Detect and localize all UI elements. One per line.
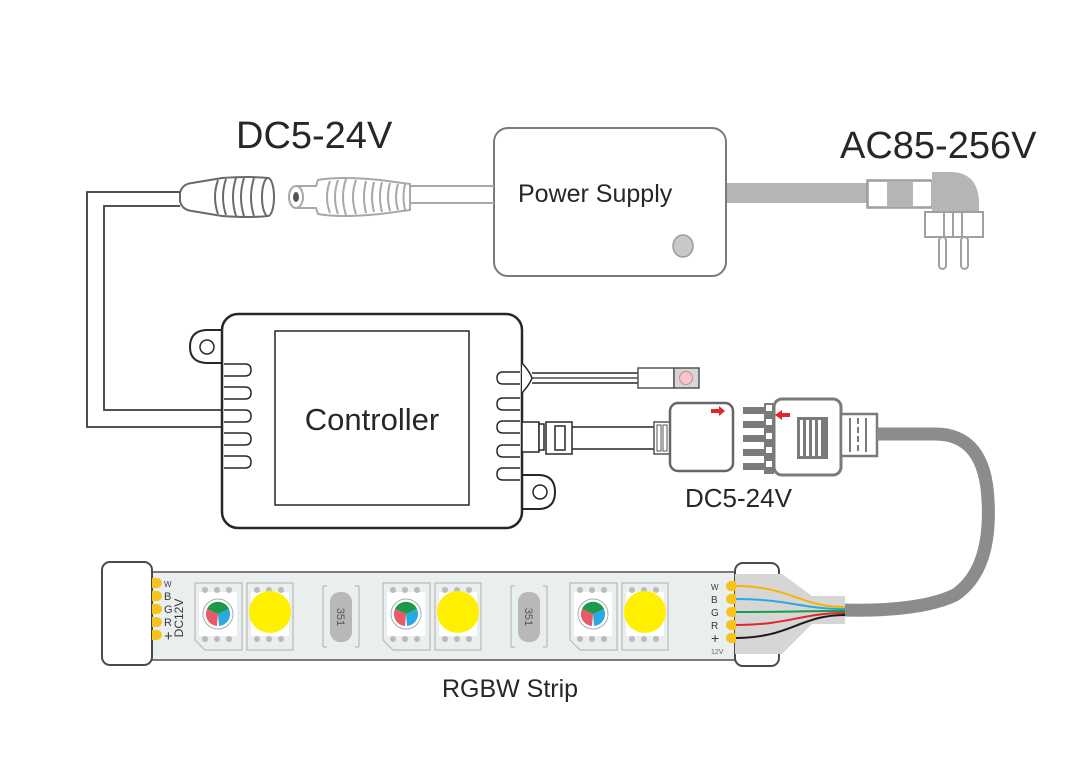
controller-panel [274,330,470,506]
green-segment [395,601,417,614]
pad-label: + [164,628,173,645]
white-led [621,582,669,651]
wire [734,614,846,639]
pad-label: G [711,608,719,619]
solder-pad [152,604,162,614]
power-supply: Power Supply [493,127,872,277]
connector-housing [735,574,845,654]
wire [734,598,846,610]
rgb-led [382,582,431,651]
strip-label: RGBW Strip [442,675,578,703]
input-voltage-label: DC5-24V [236,115,393,157]
red-segment [580,609,593,626]
controller-input-cable [86,191,222,428]
mounting-hole [532,484,548,500]
left-vent-fins [224,363,252,469]
output-cable [521,421,671,455]
green-segment [207,601,229,614]
ac-cable [726,183,872,203]
align-arrow-icon [711,406,725,416]
plug-pin [938,236,947,270]
solder-pad [152,617,162,627]
wire [734,610,846,613]
female-connector [668,401,735,473]
output-voltage-label: DC5-24V [685,483,793,513]
strip-wires [734,585,846,639]
right-vent-fins [496,371,520,481]
left-voltage-label: DC12V [172,599,186,638]
blue-segment [218,609,231,626]
resistor-code: 351 [522,608,534,626]
resistor: 351 [510,585,548,648]
rgb-led [194,582,243,651]
pad-label: G [164,604,173,616]
dc-male-jack [288,177,411,217]
red-segment [393,609,406,626]
green-segment [582,601,604,614]
right-voltage-label: 12V [711,649,724,656]
mounting-hole [199,339,215,355]
wire [734,612,846,626]
solder-pad [726,581,736,591]
white-led [434,582,482,651]
blue-segment [406,609,419,626]
resistor-code: 351 [334,608,346,626]
ac-plug [866,172,984,270]
red-segment [205,609,218,626]
resistor: 351 [322,585,360,648]
male-connector [743,397,879,477]
pad-label: R [164,617,172,629]
solder-pad [726,594,736,604]
pad-label: B [711,595,718,606]
power-supply-label: Power Supply [518,180,673,208]
rgb-led [569,582,618,651]
solder-pad [726,620,736,630]
pad-label: + [711,630,719,646]
dc-female-jack [179,176,275,218]
blue-segment [593,609,606,626]
plug-pin [960,236,969,270]
mains-voltage-label: AC85-256V [840,125,1037,167]
pad-label: W [164,580,172,589]
solder-pad [726,633,736,643]
solder-pad [152,591,162,601]
power-indicator-led [672,234,694,258]
strip-cable [839,427,995,617]
solder-pad [152,578,162,588]
controller-label: Controller [305,402,439,437]
dc-output-cable [410,185,494,204]
led-segments: 351 351 [194,582,669,651]
pad-label: R [711,621,718,632]
pad-label: W [711,583,719,592]
wire [734,585,846,608]
strip-end-cap [101,561,153,666]
pad-label: B [164,591,171,603]
solder-pad [726,607,736,617]
ir-sensor [521,362,700,394]
white-led [246,582,294,651]
align-arrow-icon [775,410,790,420]
solder-pad [152,630,162,640]
controller: Controller [188,312,557,530]
ir-receiver-icon [679,371,693,385]
